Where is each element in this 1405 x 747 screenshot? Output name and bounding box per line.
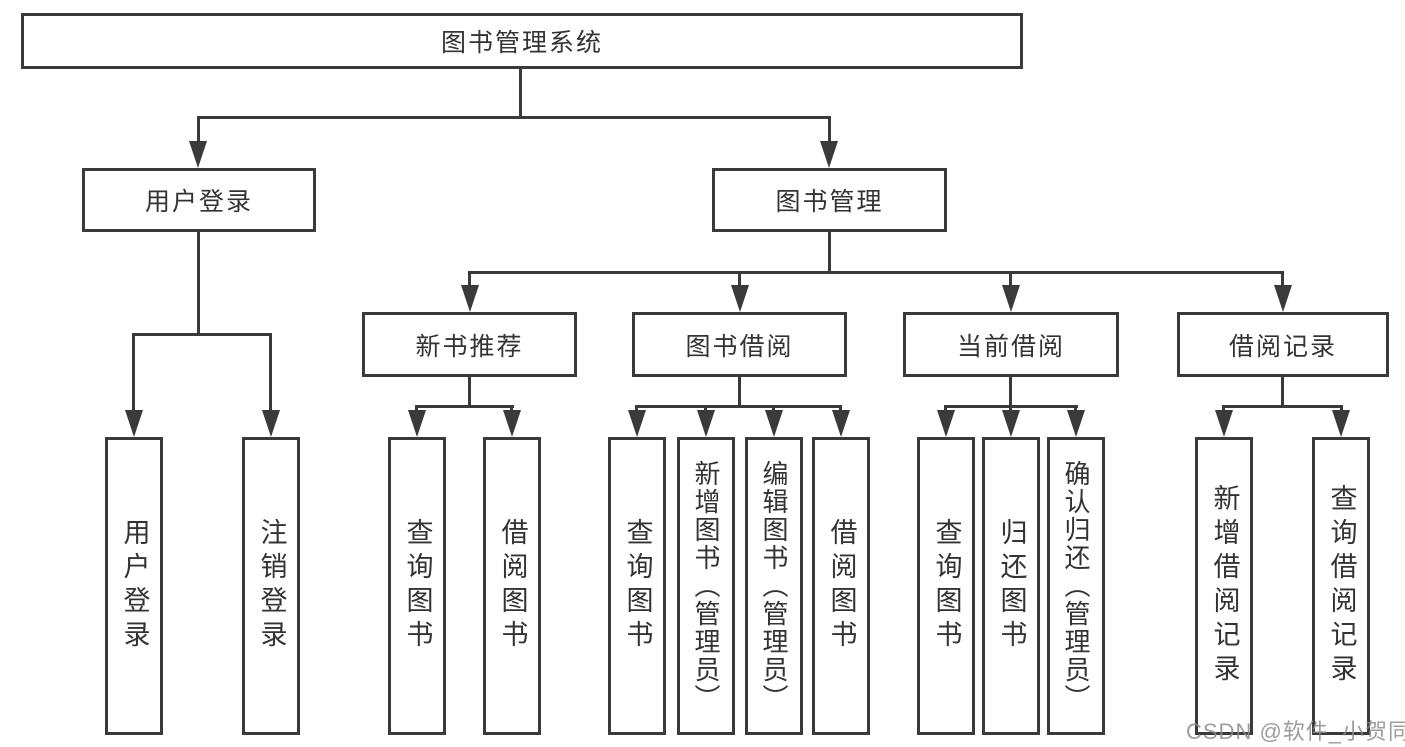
- connector-line: [197, 116, 831, 119]
- connector-line: [197, 116, 200, 144]
- leaf-records-query-record: 查询借阅记录: [1312, 437, 1370, 735]
- connector-line: [635, 405, 638, 414]
- connector-line: [269, 333, 272, 412]
- connector-line: [415, 405, 514, 408]
- leaf-currentborrow-confirm-return-admin-label: 确认归还（管理员）: [1061, 460, 1091, 712]
- arrowhead-down-icon: [1274, 285, 1292, 312]
- connector-line: [635, 405, 842, 408]
- arrowhead-down-icon: [731, 285, 749, 312]
- connector-line: [1074, 405, 1077, 414]
- arrowhead-down-icon: [125, 410, 143, 437]
- arrowhead-down-icon: [1002, 410, 1020, 437]
- leaf-records-add-record-label: 新增借阅记录: [1209, 484, 1240, 688]
- node-current-borrow-label: 当前借阅: [956, 332, 1065, 361]
- connector-line: [1281, 375, 1284, 408]
- node-user-login: 用户登录: [82, 168, 316, 232]
- connector-line: [704, 405, 707, 414]
- node-current-borrow: 当前借阅: [903, 312, 1119, 377]
- arrowhead-down-icon: [832, 410, 850, 437]
- connector-line: [839, 405, 842, 414]
- node-root: 图书管理系统: [21, 13, 1023, 69]
- connector-line: [132, 333, 272, 336]
- arrowhead-down-icon: [1215, 410, 1233, 437]
- connector-line: [1009, 271, 1012, 287]
- arrowhead-down-icon: [262, 410, 280, 437]
- arrowhead-down-icon: [937, 410, 955, 437]
- leaf-currentborrow-confirm-return-admin: 确认归还（管理员）: [1047, 437, 1105, 735]
- connector-line: [1222, 405, 1343, 408]
- leaf-newbooks-query-books: 查询图书: [388, 437, 446, 735]
- connector-line: [1009, 405, 1012, 414]
- connector-line: [1340, 405, 1343, 414]
- leaf-newbooks-query-books-label: 查询图书: [402, 518, 433, 654]
- leaf-records-add-record: 新增借阅记录: [1195, 437, 1253, 735]
- leaf-bookborrow-borrow-books: 借阅图书: [812, 437, 870, 735]
- leaf-bookborrow-query-books: 查询图书: [608, 437, 666, 735]
- node-borrow-records-label: 借阅记录: [1228, 332, 1337, 361]
- arrowhead-down-icon: [1002, 285, 1020, 312]
- connector-line: [828, 116, 831, 144]
- arrowhead-down-icon: [697, 410, 715, 437]
- arrowhead-down-icon: [189, 141, 207, 168]
- connector-line: [944, 405, 947, 414]
- leaf-bookborrow-query-books-label: 查询图书: [622, 518, 653, 654]
- connector-line: [468, 375, 471, 408]
- arrowhead-down-icon: [628, 410, 646, 437]
- leaf-currentborrow-query-books-label: 查询图书: [931, 518, 962, 654]
- csdn-watermark: CSDN @软件_小贺同学: [1186, 719, 1405, 744]
- leaf-user-login: 用户登录: [105, 437, 163, 735]
- leaf-currentborrow-return-books-label: 归还图书: [996, 518, 1027, 654]
- connector-line: [510, 405, 513, 414]
- node-book-borrow: 图书借阅: [632, 312, 847, 377]
- connector-line: [132, 333, 135, 412]
- node-book-management-label: 图书管理: [775, 188, 884, 216]
- node-root-label: 图书管理系统: [440, 29, 603, 57]
- leaf-newbooks-borrow-books-label: 借阅图书: [497, 518, 528, 654]
- node-user-login-label: 用户登录: [144, 188, 253, 216]
- node-new-book-recommend: 新书推荐: [362, 312, 577, 377]
- arrowhead-down-icon: [765, 410, 783, 437]
- connector-line: [468, 271, 471, 287]
- leaf-logout-label: 注销登录: [256, 518, 287, 654]
- connector-line: [468, 271, 1284, 274]
- leaf-user-login-label: 用户登录: [119, 518, 150, 654]
- arrowhead-down-icon: [408, 410, 426, 437]
- arrowhead-down-icon: [461, 285, 479, 312]
- leaf-currentborrow-return-books: 归还图书: [982, 437, 1040, 735]
- leaf-records-query-record-label: 查询借阅记录: [1326, 484, 1357, 688]
- connector-line: [1222, 405, 1225, 414]
- arrowhead-down-icon: [820, 141, 838, 168]
- leaf-logout: 注销登录: [242, 437, 300, 735]
- node-book-management: 图书管理: [712, 168, 947, 232]
- connector-line: [828, 231, 831, 274]
- connector-line: [1009, 375, 1012, 408]
- leaf-newbooks-borrow-books: 借阅图书: [483, 437, 541, 735]
- arrowhead-down-icon: [1332, 410, 1350, 437]
- connector-line: [738, 271, 741, 287]
- arrowhead-down-icon: [503, 410, 521, 437]
- connector-line: [415, 405, 418, 414]
- connector-line: [738, 375, 741, 408]
- leaf-bookborrow-borrow-books-label: 借阅图书: [826, 518, 857, 654]
- node-book-borrow-label: 图书借阅: [685, 332, 794, 361]
- leaf-bookborrow-add-books-admin-label: 新增图书（管理员）: [691, 460, 721, 712]
- leaf-currentborrow-query-books: 查询图书: [917, 437, 975, 735]
- connector-line: [1281, 271, 1284, 287]
- connector-line: [772, 405, 775, 414]
- leaf-bookborrow-add-books-admin: 新增图书（管理员）: [677, 437, 735, 735]
- connector-line: [197, 231, 200, 335]
- leaf-bookborrow-edit-books-admin-label: 编辑图书（管理员）: [759, 460, 789, 712]
- node-borrow-records: 借阅记录: [1177, 312, 1389, 377]
- connector-line: [519, 69, 522, 119]
- arrowhead-down-icon: [1067, 410, 1085, 437]
- leaf-bookborrow-edit-books-admin: 编辑图书（管理员）: [745, 437, 803, 735]
- node-new-book-recommend-label: 新书推荐: [415, 332, 524, 361]
